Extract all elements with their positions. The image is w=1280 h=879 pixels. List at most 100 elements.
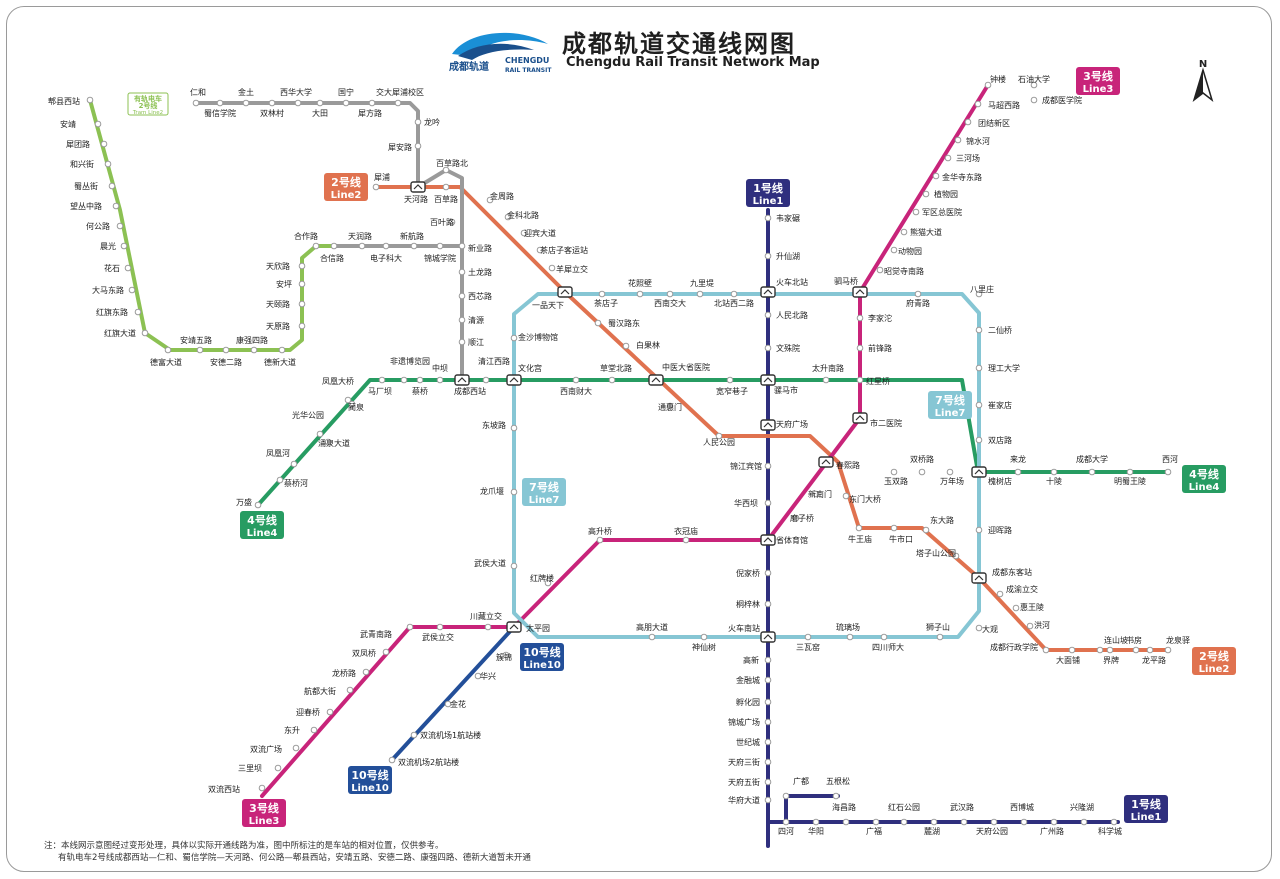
station-label[interactable]: 洪河 <box>1034 620 1050 630</box>
station-dot[interactable] <box>324 438 332 446</box>
station-dot[interactable] <box>964 118 972 126</box>
station-label[interactable]: 迎春桥 <box>296 707 320 717</box>
station-dot[interactable] <box>1026 622 1034 630</box>
station-dot[interactable] <box>316 430 324 438</box>
station-label[interactable]: 蜀信学院 <box>204 108 236 118</box>
station-label[interactable]: 大马东路 <box>92 285 124 295</box>
station-label[interactable]: 省体育馆 <box>776 535 808 545</box>
station-label[interactable]: 宽窄巷子 <box>716 386 748 396</box>
station-dot[interactable] <box>764 738 772 746</box>
station-label[interactable]: 安靖五路 <box>180 335 212 345</box>
station-label[interactable]: 人民北路 <box>776 310 808 320</box>
station-dot[interactable] <box>792 514 800 522</box>
station-dot[interactable] <box>944 154 952 162</box>
station-dot[interactable] <box>100 140 108 148</box>
station-dot[interactable] <box>164 346 172 354</box>
station-dot[interactable] <box>108 182 116 190</box>
station-dot[interactable] <box>1012 604 1020 612</box>
station-dot[interactable] <box>436 242 444 250</box>
station-dot[interactable] <box>880 633 888 641</box>
station-label[interactable]: 一品天下 <box>532 301 564 310</box>
station-dot[interactable] <box>764 214 772 222</box>
station-label[interactable]: 何公路 <box>86 221 110 231</box>
station-dot[interactable] <box>1132 646 1140 654</box>
station-label[interactable]: 犀团路 <box>66 139 90 149</box>
station-label[interactable]: 文殊院 <box>776 343 800 353</box>
interchange-icon[interactable] <box>852 412 868 424</box>
station-label[interactable]: 金花 <box>450 699 466 709</box>
station-dot[interactable] <box>316 99 324 107</box>
station-dot[interactable] <box>258 784 266 792</box>
station-dot[interactable] <box>536 246 544 254</box>
station-dot[interactable] <box>984 81 992 89</box>
station-dot[interactable] <box>268 99 276 107</box>
station-label[interactable]: 高朋大道 <box>636 622 668 632</box>
station-dot[interactable] <box>388 756 396 764</box>
station-label[interactable]: 天府三街 <box>728 757 760 767</box>
station-label[interactable]: 龙爪堰 <box>480 486 504 496</box>
station-label[interactable]: 武侯大道 <box>474 558 506 568</box>
station-label[interactable]: 凤凰大桥 <box>322 376 354 386</box>
station-dot[interactable] <box>1164 646 1172 654</box>
station-label[interactable]: 成都西站 <box>454 386 486 396</box>
station-label[interactable]: 双凤桥 <box>352 648 376 658</box>
station-label[interactable]: 昭觉寺南路 <box>884 266 924 276</box>
station-label[interactable]: 火车北站 <box>776 277 808 287</box>
station-label[interactable]: 孵化园 <box>736 697 760 707</box>
station-dot[interactable] <box>832 792 840 800</box>
station-label[interactable]: 太平园 <box>526 623 550 633</box>
station-dot[interactable] <box>764 718 772 726</box>
station-label[interactable]: 新南门 <box>808 489 832 499</box>
station-label[interactable]: 金土 <box>238 87 254 97</box>
station-label[interactable]: 麓湖 <box>924 826 940 836</box>
station-dot[interactable] <box>764 569 772 577</box>
station-dot[interactable] <box>804 633 812 641</box>
station-label[interactable]: 迎晖路 <box>988 525 1012 535</box>
station-label[interactable]: 天颐路 <box>266 299 290 309</box>
station-label[interactable]: 红星桥 <box>866 376 890 386</box>
station-label[interactable]: 犀安路 <box>388 142 412 152</box>
station-label[interactable]: 升仙湖 <box>776 251 800 261</box>
station-dot[interactable] <box>872 818 880 826</box>
station-dot[interactable] <box>344 396 352 404</box>
station-label[interactable]: 双流机场1航站楼 <box>420 730 481 740</box>
station-label[interactable]: 广都 <box>793 776 809 786</box>
station-label[interactable]: 理工大学 <box>988 363 1020 373</box>
station-label[interactable]: 德富大道 <box>150 357 182 367</box>
station-label[interactable]: 百叶路 <box>430 217 454 227</box>
station-label[interactable]: 槐树店 <box>988 476 1012 486</box>
station-label[interactable]: 航都大街 <box>304 686 336 696</box>
station-dot[interactable] <box>1146 646 1154 654</box>
station-label[interactable]: 华阳 <box>808 826 824 836</box>
station-label[interactable]: 熊猫大道 <box>910 227 942 237</box>
station-label[interactable]: 犀浦 <box>374 172 390 182</box>
station-label[interactable]: 锦城广场 <box>728 717 760 727</box>
station-label[interactable]: 天河路 <box>404 194 428 204</box>
station-label[interactable]: 白果林 <box>636 340 660 350</box>
station-dot[interactable] <box>782 792 790 800</box>
station-dot[interactable] <box>298 300 306 308</box>
station-dot[interactable] <box>254 501 262 509</box>
station-label[interactable]: 涌泉大道 <box>318 438 350 448</box>
station-dot[interactable] <box>812 490 820 498</box>
station-dot[interactable] <box>975 526 983 534</box>
station-dot[interactable] <box>86 96 94 104</box>
station-label[interactable]: 电子科大 <box>370 253 402 263</box>
station-label[interactable]: 府青路 <box>906 298 930 308</box>
station-dot[interactable] <box>141 329 149 337</box>
station-dot[interactable] <box>250 346 258 354</box>
interchange-icon[interactable] <box>760 631 776 643</box>
station-dot[interactable] <box>510 562 518 570</box>
station-dot[interactable] <box>310 726 318 734</box>
station-label[interactable]: 团结新区 <box>978 118 1010 128</box>
station-label[interactable]: 西南财大 <box>560 386 592 396</box>
station-dot[interactable] <box>764 778 772 786</box>
station-dot[interactable] <box>1096 646 1104 654</box>
station-label[interactable]: 成都大学 <box>1076 454 1108 464</box>
station-dot[interactable] <box>486 196 494 204</box>
station-dot[interactable] <box>348 400 356 408</box>
